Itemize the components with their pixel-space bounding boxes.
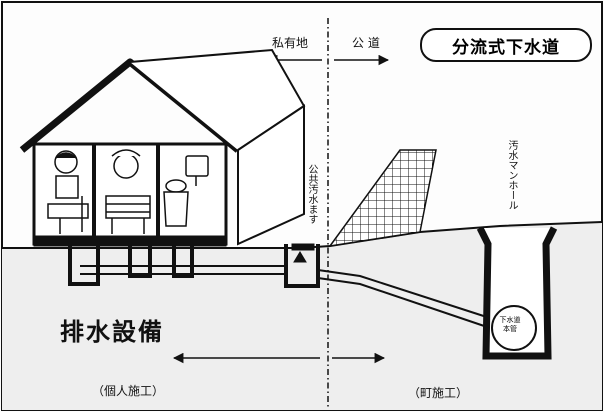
public-inlet-box [284,243,320,288]
drainage-facility-label: 排水設備 [60,318,164,346]
sewer-main-pipe [491,305,537,351]
toilet-figure [163,155,209,227]
town-work-label: （町施工） [408,386,469,400]
diagram-title: 分流式下水道 [420,28,592,62]
connecting-pipe [317,269,497,321]
individual-work-label: （個人施工） [92,384,165,398]
public-road-label: 公 道 [352,36,380,50]
sewer-main-label: 下水道 本管 [492,316,528,334]
private-land-label: 私有地 [272,36,309,50]
kitchen-figure [47,150,89,234]
sewer-main-label-line2: 本管 [503,325,517,333]
bath-figure [105,149,151,234]
manhole [476,226,558,360]
sewer-main-label-line1: 下水道 [499,316,521,324]
road-slope [328,149,437,248]
manhole-label: 汚水マンホール [506,140,517,210]
public-inlet-label: 公共汚水ます [306,164,317,224]
